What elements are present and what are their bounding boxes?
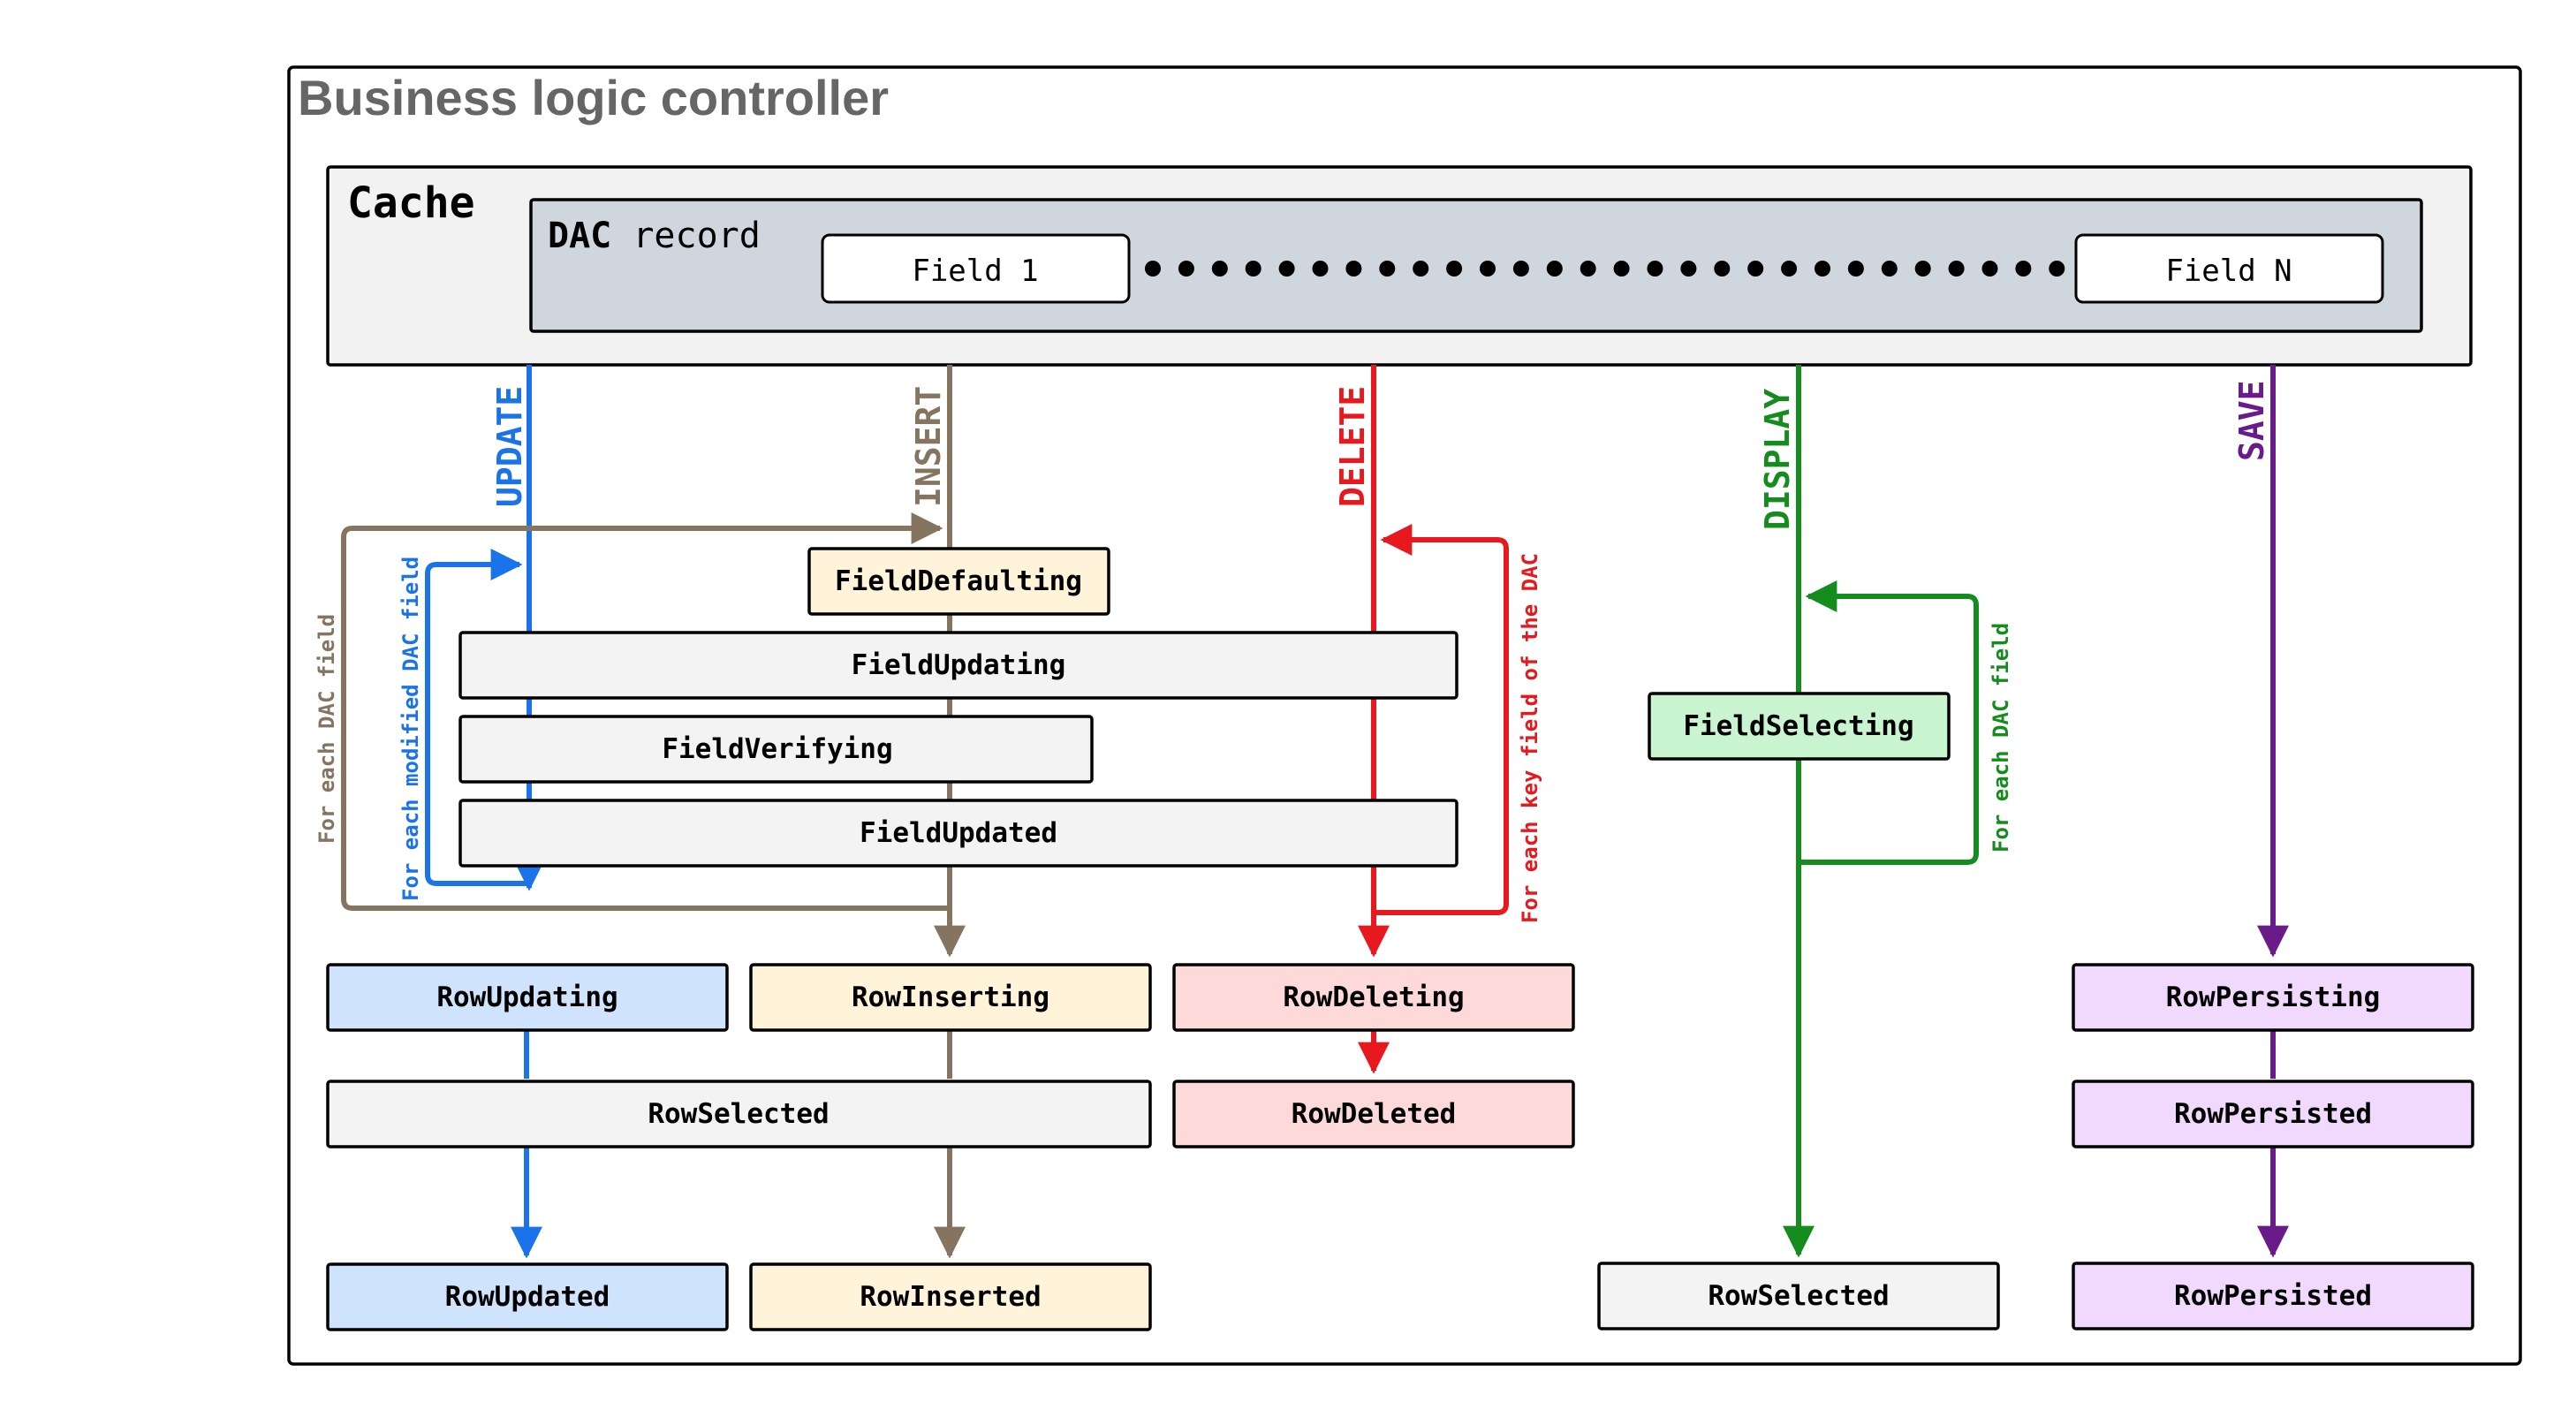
controller-frame (287, 65, 2522, 1366)
field-ellipsis-dots (1145, 261, 2065, 277)
row-persisted-2-box (2072, 1262, 2474, 1330)
ellipsis-dot (1278, 261, 1295, 277)
row-updating-label: RowUpdating (436, 982, 617, 1013)
update-flow: UPDATE For each modified DAC field (398, 365, 545, 1259)
ellipsis-dot (1981, 261, 1998, 277)
insert-loop (341, 512, 950, 911)
ellipsis-dot (1747, 261, 1764, 277)
field-updating-box (458, 631, 1458, 700)
dac-record-label: DAC record (548, 216, 761, 256)
field-verifying-box (458, 715, 1094, 784)
row-selected-display-label: RowSelected (1708, 1280, 1889, 1312)
display-loop (1799, 580, 1979, 865)
ellipsis-dot (1245, 261, 1261, 277)
row-inserting-label: RowInserting (852, 982, 1049, 1013)
ellipsis-dot (1781, 261, 1798, 277)
controller-title: Business logic controller (298, 70, 889, 125)
field-defaulting-box (807, 547, 1110, 616)
ellipsis-dot (1413, 261, 1429, 277)
ellipsis-dot (2049, 261, 2065, 277)
ellipsis-dot (1714, 261, 1731, 277)
save-flow-label: SAVE (2232, 380, 2271, 461)
ellipsis-dot (1580, 261, 1596, 277)
ellipsis-dot (1815, 261, 1830, 277)
dac-bold-label: DAC (548, 216, 611, 256)
delete-flow-label: DELETE (1333, 386, 1372, 507)
field-n-label: Field N (2165, 254, 2292, 289)
row-inserting-box (749, 963, 1152, 1032)
cache-label: Cache (347, 178, 475, 228)
insert-flow-label: INSERT (909, 386, 948, 507)
field-updating-label: FieldUpdating (852, 649, 1066, 681)
row-deleting-box (1172, 963, 1575, 1032)
ellipsis-dot (1211, 261, 1228, 277)
row-selected-shared-label: RowSelected (648, 1098, 829, 1130)
ellipsis-dot (1881, 261, 1898, 277)
row-deleting-label: RowDeleting (1283, 982, 1464, 1013)
ellipsis-dot (1345, 261, 1362, 277)
display-loop-label: For each DAC field (1989, 623, 2013, 853)
row-persisting-label: RowPersisting (2166, 982, 2381, 1013)
display-flow: DISPLAY For each DAC field (1758, 365, 2013, 1258)
ellipsis-dot (1312, 261, 1329, 277)
display-flow-label: DISPLAY (1758, 389, 1797, 530)
ellipsis-dot (1613, 261, 1630, 277)
ellipsis-dot (1847, 261, 1864, 277)
row-updated-label: RowUpdated (445, 1281, 610, 1313)
delete-loop-label: For each key field of the DAC (1518, 553, 1542, 923)
row-deleted-box (1172, 1080, 1575, 1148)
field-n-box (2074, 233, 2384, 304)
row-selected-shared-box (326, 1080, 1152, 1148)
save-flow: SAVE (2232, 365, 2289, 1258)
row-persisting-box (2072, 963, 2474, 1032)
ellipsis-dot (1546, 261, 1563, 277)
field-updated-box (458, 799, 1458, 868)
row-inserted-box (749, 1262, 1152, 1331)
ellipsis-dot (2015, 261, 2032, 277)
ellipsis-dot (1145, 261, 1161, 277)
update-loop (425, 549, 529, 886)
row-updating-box (326, 963, 729, 1032)
update-flow-label: UPDATE (490, 386, 529, 507)
field-defaulting-label: FieldDefaulting (835, 565, 1082, 597)
field-selecting-label: FieldSelecting (1683, 710, 1913, 742)
row-selected-display-box (1597, 1262, 2000, 1330)
update-loop-label: For each modified DAC field (398, 557, 423, 901)
delete-flow: DELETE For each key field of the DAC (1333, 365, 1542, 1074)
delete-loop (1374, 524, 1509, 915)
ellipsis-dot (1446, 261, 1463, 277)
dac-record-suffix: record (611, 216, 761, 256)
ellipsis-dot (1647, 261, 1663, 277)
ellipsis-dot (1379, 261, 1396, 277)
field-1-box (821, 233, 1131, 304)
field-verifying-label: FieldVerifying (662, 733, 892, 765)
ellipsis-dot (1480, 261, 1496, 277)
row-deleted-label: RowDeleted (1292, 1098, 1457, 1130)
ellipsis-dot (1512, 261, 1529, 277)
field-selecting-box (1648, 692, 1951, 761)
row-persisted-1-label: RowPersisted (2174, 1098, 2372, 1130)
field-1-label: Field 1 (912, 254, 1038, 289)
row-updated-box (326, 1262, 729, 1331)
ellipsis-dot (1178, 261, 1194, 277)
row-persisted-1-box (2072, 1080, 2474, 1148)
field-updated-label: FieldUpdated (860, 817, 1057, 849)
ellipsis-dot (1948, 261, 1965, 277)
row-inserted-label: RowInserted (860, 1281, 1041, 1313)
ellipsis-dot (1914, 261, 1931, 277)
insert-loop-label: For each DAC field (314, 614, 339, 844)
row-persisted-2-label: RowPersisted (2174, 1280, 2372, 1312)
ellipsis-dot (1680, 261, 1697, 277)
